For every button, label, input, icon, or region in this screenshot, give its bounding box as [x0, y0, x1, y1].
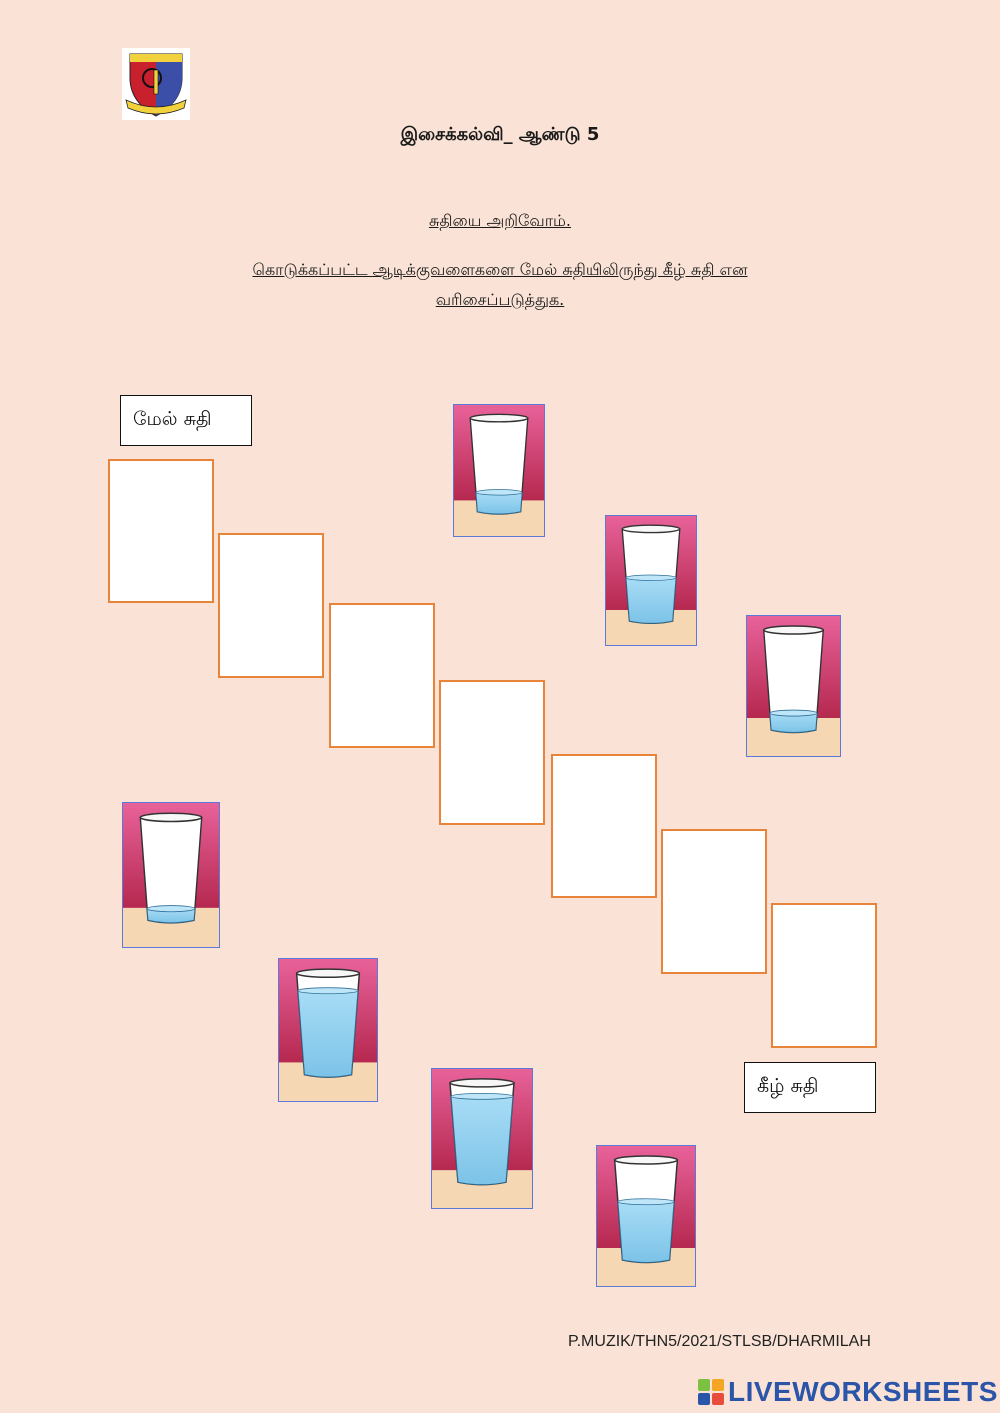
low-pitch-label: கீழ் சுதி	[744, 1062, 876, 1113]
drop-slot-1[interactable]	[108, 459, 214, 603]
drop-slot-3[interactable]	[329, 603, 435, 748]
instruction-line-1: கொடுக்கப்பட்ட ஆடிக்குவளைகளை மேல் சுதியில…	[252, 260, 748, 279]
glass-card-5[interactable]	[278, 958, 378, 1102]
instruction-text: கொடுக்கப்பட்ட ஆடிக்குவளைகளை மேல் சுதியில…	[178, 255, 822, 315]
brand-name: LIVEWORKSHEETS	[728, 1376, 998, 1407]
liveworksheets-brand[interactable]: LIVEWORKSHEETS	[698, 1374, 998, 1410]
glass-card-7[interactable]	[596, 1145, 696, 1287]
liveworksheets-logo-icon	[698, 1379, 724, 1405]
glass-card-6[interactable]	[431, 1068, 533, 1209]
drop-slot-5[interactable]	[551, 754, 657, 898]
drop-slot-6[interactable]	[661, 829, 767, 974]
glass-card-2[interactable]	[605, 515, 697, 646]
glass-illustration	[432, 1069, 532, 1208]
drop-slot-4[interactable]	[439, 680, 545, 825]
drop-slot-7[interactable]	[771, 903, 877, 1048]
glass-card-4[interactable]	[122, 802, 220, 948]
glass-illustration	[747, 616, 840, 756]
drop-slot-2[interactable]	[218, 533, 324, 678]
glass-illustration	[606, 516, 696, 645]
credit-text: P.MUZIK/THN5/2021/STLSB/DHARMILAH	[568, 1333, 871, 1350]
school-crest-logo	[122, 48, 190, 120]
glass-illustration	[123, 803, 219, 947]
high-pitch-label: மேல் சுதி	[120, 395, 252, 446]
worksheet-subtitle: சுதியை அறிவோம்.	[428, 211, 572, 230]
glass-illustration	[597, 1146, 695, 1286]
instruction-line-2: வரிசைப்படுத்துக.	[435, 290, 565, 309]
page-title: இசைக்கல்வி_ ஆண்டு 5	[400, 124, 600, 145]
glass-card-1[interactable]	[453, 404, 545, 537]
glass-illustration	[454, 405, 544, 536]
glass-card-3[interactable]	[746, 615, 841, 757]
glass-illustration	[279, 959, 377, 1101]
